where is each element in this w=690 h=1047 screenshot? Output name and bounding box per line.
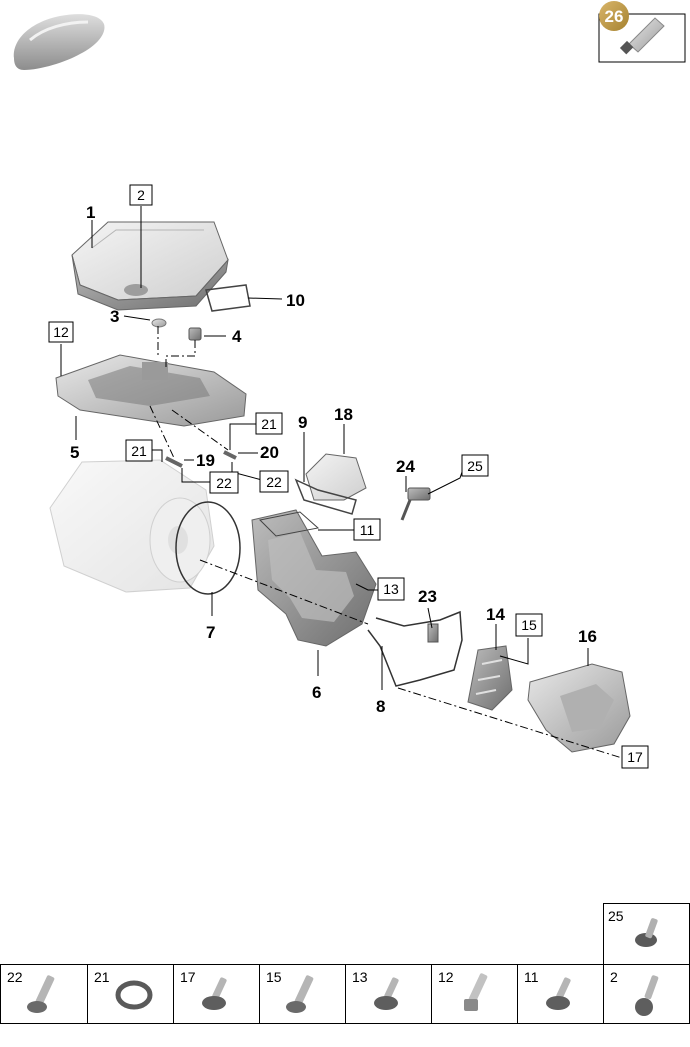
fastener-cell: 13 bbox=[345, 964, 432, 1024]
sealant-tube-box: 26 bbox=[598, 1, 686, 63]
callout-21-left: 21 bbox=[131, 443, 147, 459]
callout-9: 9 bbox=[298, 413, 307, 432]
callout-25: 25 bbox=[467, 458, 483, 474]
callout-15: 15 bbox=[521, 617, 537, 633]
torx-bolt-icon bbox=[635, 918, 658, 947]
flange-bolt-icon bbox=[374, 977, 399, 1010]
hex-bolt-icon bbox=[464, 973, 488, 1011]
sealant-tube-icon bbox=[619, 17, 665, 55]
part-6-intermediate-housing bbox=[251, 509, 377, 647]
fastener-label: 12 bbox=[438, 969, 454, 985]
callout-5: 5 bbox=[70, 443, 79, 462]
part-3-plug bbox=[151, 318, 167, 328]
callout-7: 7 bbox=[206, 623, 215, 642]
fastener-label: 22 bbox=[7, 969, 23, 985]
callout-11: 11 bbox=[360, 522, 375, 538]
flange-bolt-icon bbox=[202, 977, 227, 1010]
part-8-hose bbox=[367, 610, 463, 687]
part-9-seal bbox=[294, 478, 357, 515]
o-ring-icon bbox=[115, 980, 153, 1010]
callout-21-left-box bbox=[125, 439, 153, 462]
callout-12: 12 bbox=[53, 324, 69, 340]
callout-24: 24 bbox=[396, 457, 415, 476]
part-1-housing-cover bbox=[71, 221, 229, 311]
fastener-label: 2 bbox=[610, 969, 618, 985]
long-bolt-icon bbox=[27, 975, 55, 1013]
callout-18: 18 bbox=[334, 405, 353, 424]
callout-2: 2 bbox=[137, 187, 145, 203]
fastener-label: 13 bbox=[352, 969, 368, 985]
fastener-cell: 12 bbox=[431, 964, 518, 1024]
fastener-cell: 22 bbox=[0, 964, 88, 1024]
fastener-label: 17 bbox=[180, 969, 196, 985]
fastener-label: 21 bbox=[94, 969, 110, 985]
part-14-bracket bbox=[467, 645, 513, 711]
fastener-label: 25 bbox=[608, 908, 624, 924]
callout-23: 23 bbox=[418, 587, 437, 606]
fastener-cell: 11 bbox=[517, 964, 604, 1024]
callout-19: 19 bbox=[196, 451, 215, 470]
callout-20: 20 bbox=[260, 443, 279, 462]
callout-13-box bbox=[377, 577, 405, 601]
callout-3: 3 bbox=[110, 307, 119, 326]
callout-17-box bbox=[621, 745, 649, 769]
callout-25-box bbox=[461, 454, 489, 477]
part-5-upper-housing bbox=[55, 354, 247, 427]
electric-motor bbox=[49, 459, 215, 593]
part-23-sensor bbox=[427, 623, 439, 643]
callout-22-right: 22 bbox=[266, 474, 282, 490]
callout-10: 10 bbox=[286, 291, 305, 310]
callout-21-right: 21 bbox=[261, 416, 277, 432]
part-10-gasket bbox=[205, 284, 251, 312]
fastener-cell: 21 bbox=[87, 964, 174, 1024]
sealant-badge bbox=[599, 1, 629, 31]
fastener-cell: 15 bbox=[259, 964, 346, 1024]
callout-12-box bbox=[48, 321, 74, 343]
callout-labels: 1 2 3 4 10 12 5 21 21 19 20 22 22 9 18 1… bbox=[48, 184, 649, 769]
callout-16: 16 bbox=[578, 627, 597, 646]
vehicle-silhouette-icon bbox=[13, 14, 105, 71]
callout-4: 4 bbox=[232, 327, 242, 346]
callout-14: 14 bbox=[486, 605, 505, 624]
callout-8: 8 bbox=[376, 697, 385, 716]
long-bolt-icon bbox=[286, 975, 314, 1013]
callout-11-box bbox=[353, 518, 381, 541]
part-19-sensor bbox=[165, 456, 183, 468]
flange-bolt-icon bbox=[546, 977, 571, 1010]
fastener-label: 15 bbox=[266, 969, 282, 985]
callout-6: 6 bbox=[312, 683, 321, 702]
part-11-gasket bbox=[258, 511, 320, 537]
callout-15-box bbox=[515, 613, 543, 637]
callout-13: 13 bbox=[383, 581, 399, 597]
fastener-cell: 17 bbox=[173, 964, 260, 1024]
leader-lines bbox=[60, 206, 623, 759]
fastener-label: 11 bbox=[524, 969, 539, 985]
fastener-cell: 2 bbox=[603, 964, 690, 1024]
callout-22-right-box bbox=[259, 470, 289, 493]
callout-22-left: 22 bbox=[216, 475, 232, 491]
collar-bolt-icon bbox=[635, 975, 659, 1016]
sealant-badge-number: 26 bbox=[605, 7, 624, 26]
part-4-cap bbox=[188, 327, 202, 341]
part-16-gearbox-cover bbox=[527, 663, 631, 753]
part-7-o-ring bbox=[175, 501, 241, 595]
callout-21-right-box bbox=[255, 412, 283, 435]
callout-17: 17 bbox=[627, 749, 643, 765]
part-20-sensor bbox=[223, 450, 237, 460]
part-24-sensor bbox=[400, 487, 431, 521]
callout-22-left-box bbox=[209, 471, 239, 494]
callout-2-box bbox=[129, 184, 153, 206]
callout-1: 1 bbox=[86, 203, 95, 222]
fastener-cell-25: 25 bbox=[603, 903, 690, 965]
part-18-cover-plate bbox=[305, 453, 367, 501]
